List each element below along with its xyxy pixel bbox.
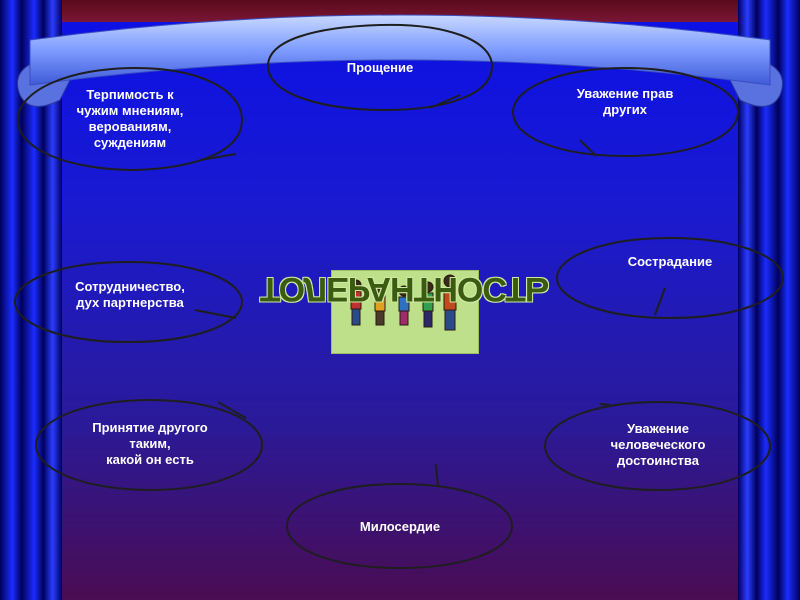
label-respect-dignity: Уважение человеческого достоинства [610, 421, 706, 468]
bubble-respect-dignity [543, 400, 772, 492]
children-group-icon [350, 274, 457, 331]
label-mercy: Милосердие [359, 519, 441, 534]
bubble-forgiveness [266, 23, 494, 112]
label-cooperation: Сотрудничество, дух партнерства [75, 279, 185, 310]
bubble-cooperation [13, 260, 244, 344]
label-tolerance-opinions: Терпимость к чужим мнениям, верованиям, … [76, 87, 184, 150]
ribbon-body [29, 14, 771, 86]
label-respect-rights: Уважение прав других [576, 86, 674, 117]
bubble-compassion [555, 236, 785, 320]
label-compassion: Сострадание [627, 254, 713, 269]
children-picture [331, 270, 479, 354]
label-forgiveness: Прощение [346, 60, 414, 75]
top-drape [0, 0, 800, 22]
label-acceptance: Принятие другого таким, какой он есть [92, 420, 208, 467]
bubble-tolerance-opinions [16, 66, 244, 172]
bubble-respect-rights [511, 66, 740, 158]
center-word: ТОЛЕРАНТНОСТЬ [259, 270, 549, 309]
bubble-mercy [285, 463, 514, 570]
bubble-acceptance [34, 398, 264, 492]
